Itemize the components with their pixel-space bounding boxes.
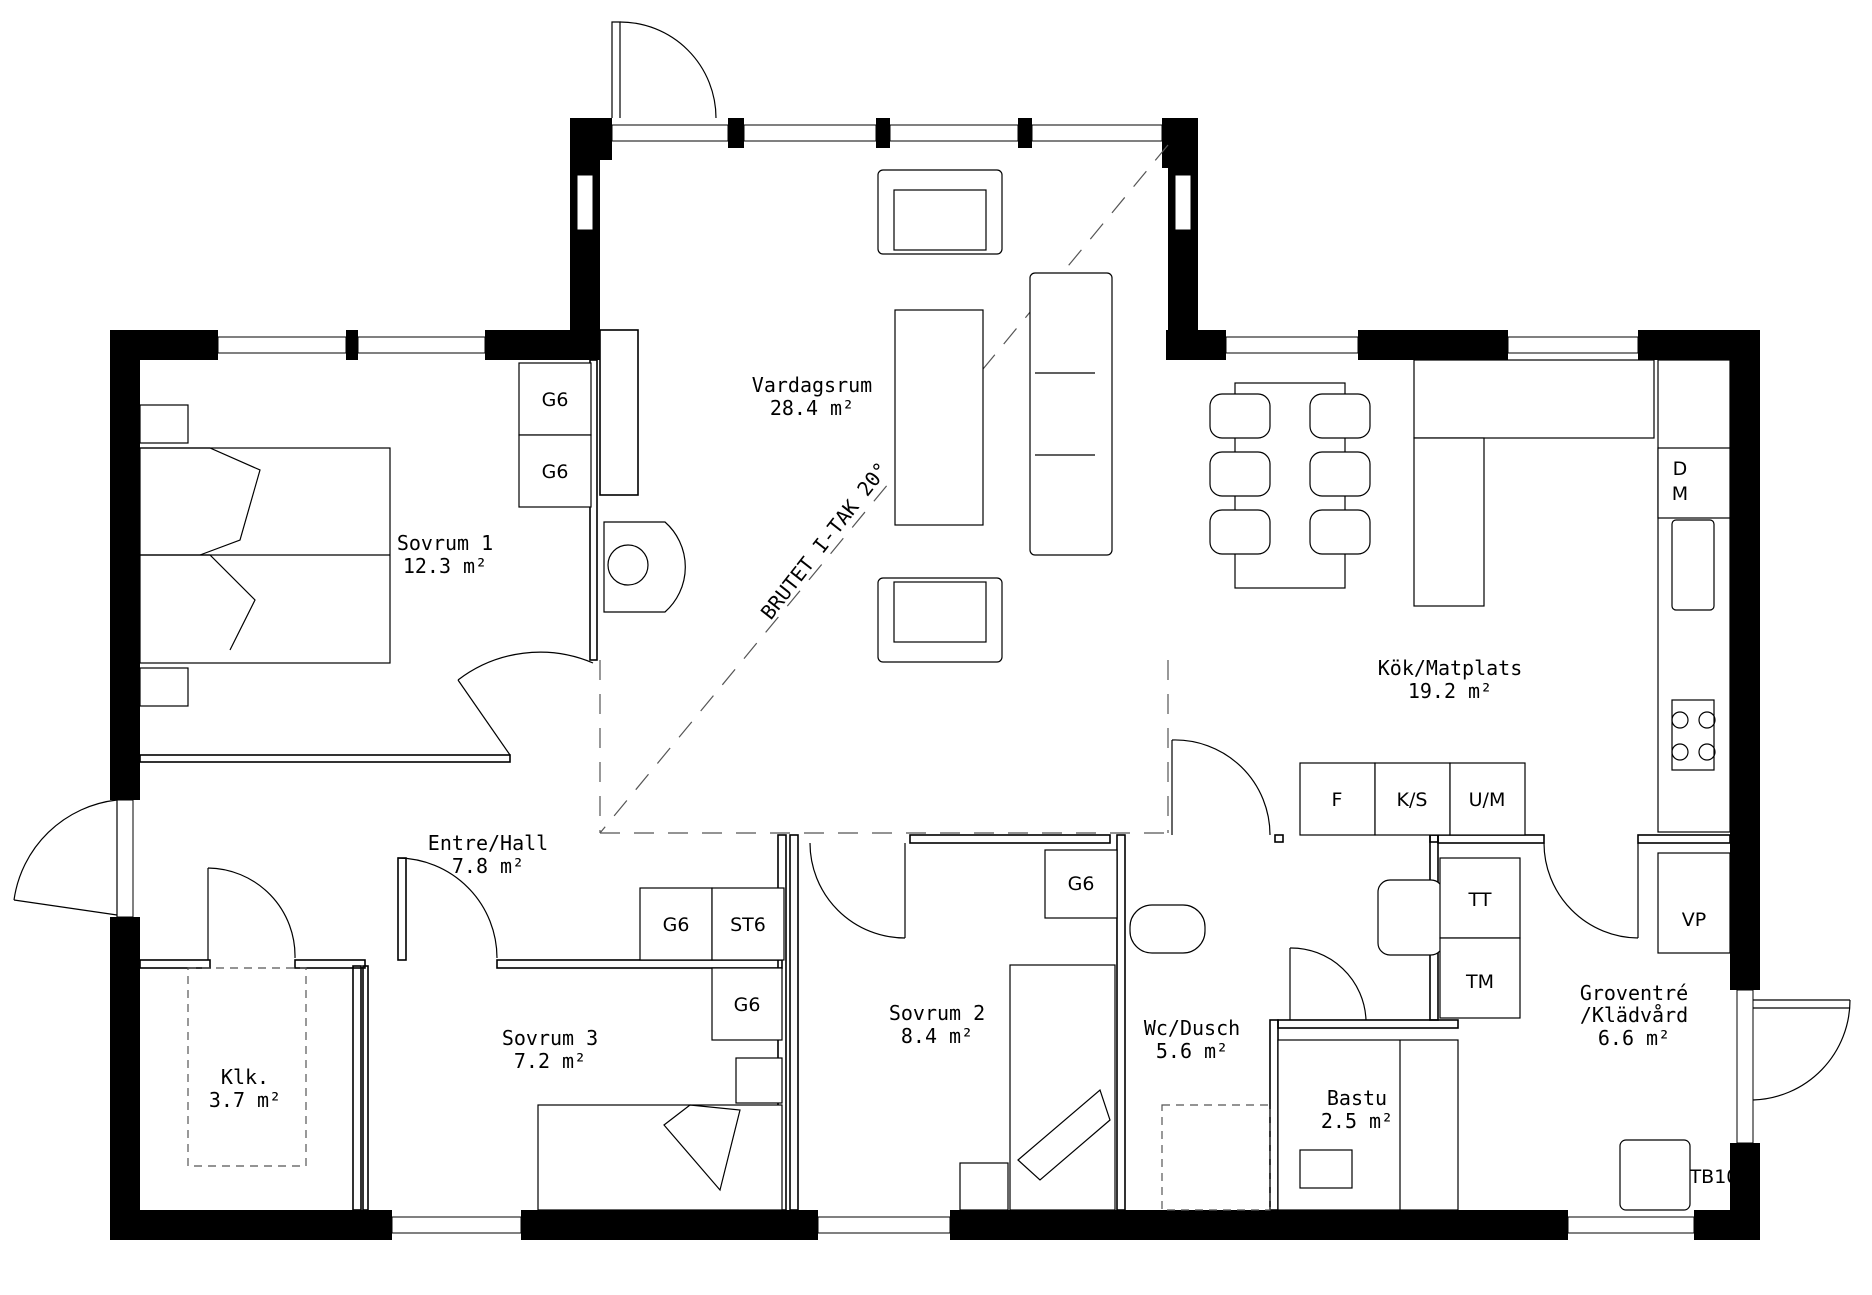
- sofa: [1029, 272, 1113, 556]
- room-area-sovrum3: 7.2 m²: [514, 1049, 586, 1073]
- room-name-kok: Kök/Matplats: [1378, 656, 1523, 680]
- m-label: M: [1672, 483, 1688, 505]
- room-area-vardagsrum: 28.4 m²: [770, 396, 854, 420]
- tt-label: TT: [1468, 889, 1492, 911]
- room-area-sovrum1: 12.3 m²: [403, 554, 487, 578]
- room-name-sovrum1: Sovrum 1: [397, 531, 493, 555]
- fixture-codes: G6 G6 G6 ST6 G6 G6 F K/S U/M D M TT TM V…: [542, 389, 1739, 1188]
- exterior-walls: [110, 118, 1760, 1240]
- single-bed: [1009, 964, 1116, 1211]
- windows: [116, 124, 1754, 1234]
- armchair: [877, 169, 1003, 255]
- coffee-table: [894, 309, 984, 526]
- g6-label: G6: [663, 914, 690, 936]
- room-area-klk: 3.7 m²: [209, 1088, 281, 1112]
- room-name-klk: Klk.: [221, 1065, 269, 1089]
- room-name-sovrum2: Sovrum 2: [889, 1001, 985, 1025]
- room-area-entre: 7.8 m²: [452, 854, 524, 878]
- room-area-kok: 19.2 m²: [1408, 679, 1492, 703]
- ceiling-note: BRUTET I-TAK 20°: [756, 457, 894, 624]
- room-area-bastu: 2.5 m²: [1321, 1109, 1393, 1133]
- armchair: [877, 577, 1003, 663]
- st6-label: ST6: [730, 914, 766, 936]
- interior-doors: [207, 651, 1639, 1021]
- room-labels: Vardagsrum 28.4 m² Sovrum 1 12.3 m² Kök/…: [209, 373, 1688, 1133]
- room-name-sovrum3: Sovrum 3: [502, 1026, 598, 1050]
- tm-label: TM: [1465, 971, 1494, 993]
- single-bed: [537, 1104, 783, 1211]
- um-label: U/M: [1469, 789, 1506, 811]
- fireplace: [603, 521, 686, 613]
- ks-label: K/S: [1397, 789, 1428, 811]
- room-name-wc: Wc/Dusch: [1144, 1016, 1240, 1040]
- room-area-sovrum2: 8.4 m²: [901, 1024, 973, 1048]
- furniture: [139, 169, 1731, 1211]
- room-area-groventre: 6.6 m²: [1598, 1026, 1670, 1050]
- g6-label: G6: [542, 389, 569, 411]
- g6-label: G6: [542, 461, 569, 483]
- g6-label: G6: [734, 994, 761, 1016]
- f-label: F: [1332, 789, 1343, 811]
- room-name-groventre-2: /Klädvård: [1580, 1003, 1688, 1027]
- g6-label: G6: [1068, 873, 1095, 895]
- toilet: [1129, 904, 1206, 954]
- vp-label: VP: [1682, 909, 1706, 931]
- room-name-groventre-1: Groventré: [1580, 981, 1688, 1005]
- room-area-wc: 5.6 m²: [1156, 1039, 1228, 1063]
- room-name-entre: Entre/Hall: [428, 831, 548, 855]
- room-name-vardagsrum: Vardagsrum: [752, 373, 872, 397]
- ceiling-lines: [599, 144, 1169, 834]
- room-name-bastu: Bastu: [1327, 1086, 1387, 1110]
- exterior-doors: [13, 21, 1851, 1101]
- d-label: D: [1673, 458, 1688, 480]
- tb10-label: TB10: [1689, 1166, 1739, 1188]
